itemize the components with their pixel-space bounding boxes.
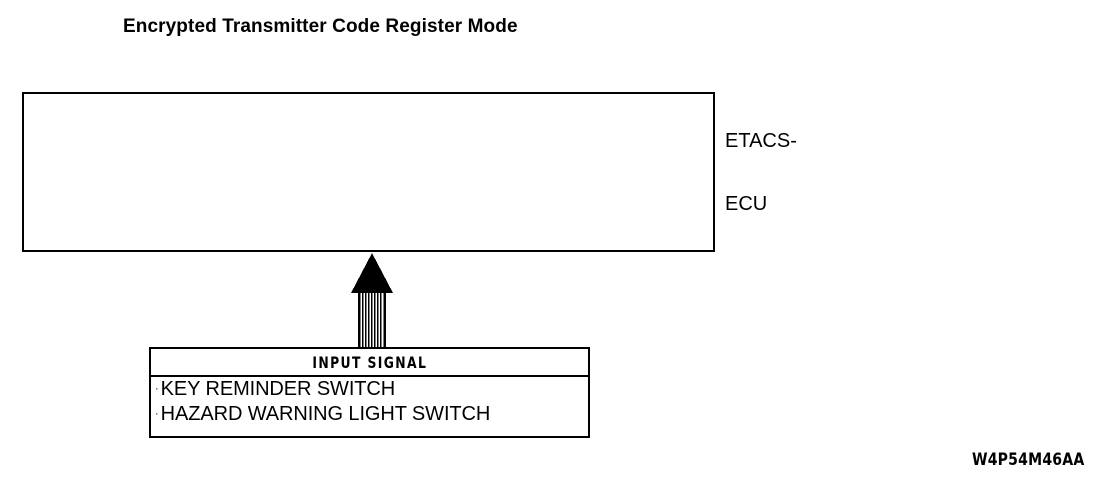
input-signal-box-header-label: INPUT SIGNAL xyxy=(312,352,427,372)
figure-code: W4P54M46AA xyxy=(972,450,1085,470)
input-signal-box-header: INPUT SIGNAL xyxy=(151,349,588,377)
etacs-ecu-label-line-2: ECU xyxy=(725,193,768,215)
etacs-ecu-label-line-1: ETACS- xyxy=(725,130,797,152)
bullet-icon: · xyxy=(155,383,159,395)
input-signal-list: · KEY REMINDER SWITCH · HAZARD WARNING L… xyxy=(151,377,588,428)
etacs-ecu-label: ETACS- ECU xyxy=(725,89,797,257)
etacs-ecu-block xyxy=(22,92,715,252)
input-signal-label: KEY REMINDER SWITCH xyxy=(160,378,396,400)
input-signal-box: INPUT SIGNAL · KEY REMINDER SWITCH · HAZ… xyxy=(149,347,590,438)
up-arrow-striped-icon xyxy=(350,252,394,349)
input-signal-label: HAZARD WARNING LIGHT SWITCH xyxy=(160,403,491,425)
page-title: Encrypted Transmitter Code Register Mode xyxy=(123,16,518,37)
list-item: · HAZARD WARNING LIGHT SWITCH xyxy=(155,403,588,428)
bullet-icon: · xyxy=(155,408,159,420)
list-item: · KEY REMINDER SWITCH xyxy=(155,378,588,403)
